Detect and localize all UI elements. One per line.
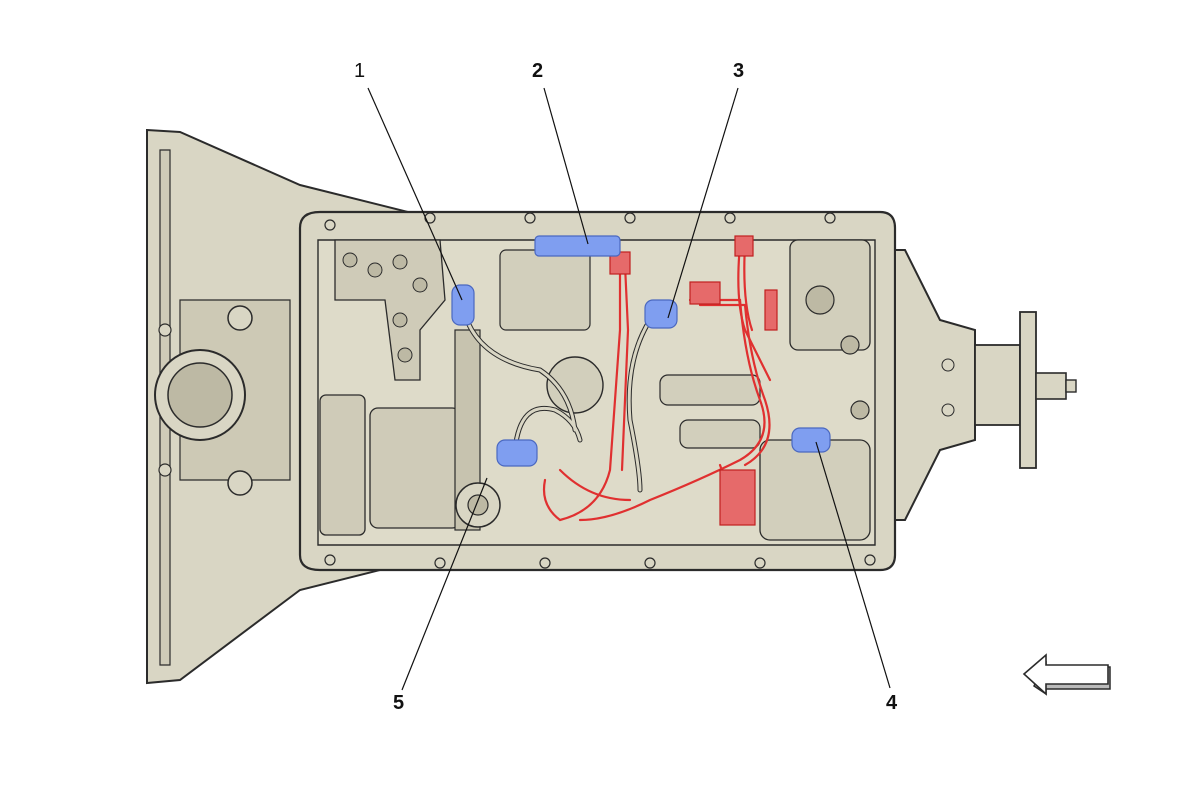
callout-4: 4 bbox=[886, 692, 898, 714]
callout-2: 2 bbox=[532, 60, 544, 82]
callout-1: 1 bbox=[354, 60, 366, 82]
leader-line-2 bbox=[543, 87, 589, 245]
arrow-left-icon bbox=[1022, 653, 1111, 696]
leader-line-3 bbox=[667, 87, 739, 319]
sensor-blue bbox=[451, 235, 831, 467]
output-flange bbox=[894, 249, 1077, 521]
leader-lines bbox=[367, 87, 891, 691]
leader-line-1 bbox=[367, 87, 463, 301]
callout-5: 5 bbox=[393, 692, 405, 714]
leader-line-5 bbox=[401, 477, 488, 691]
leader-line-4 bbox=[815, 441, 891, 689]
harness-connectors bbox=[609, 235, 778, 526]
callout-3: 3 bbox=[733, 60, 745, 82]
grey-cables-fill bbox=[463, 313, 652, 492]
valve-body bbox=[319, 239, 871, 541]
